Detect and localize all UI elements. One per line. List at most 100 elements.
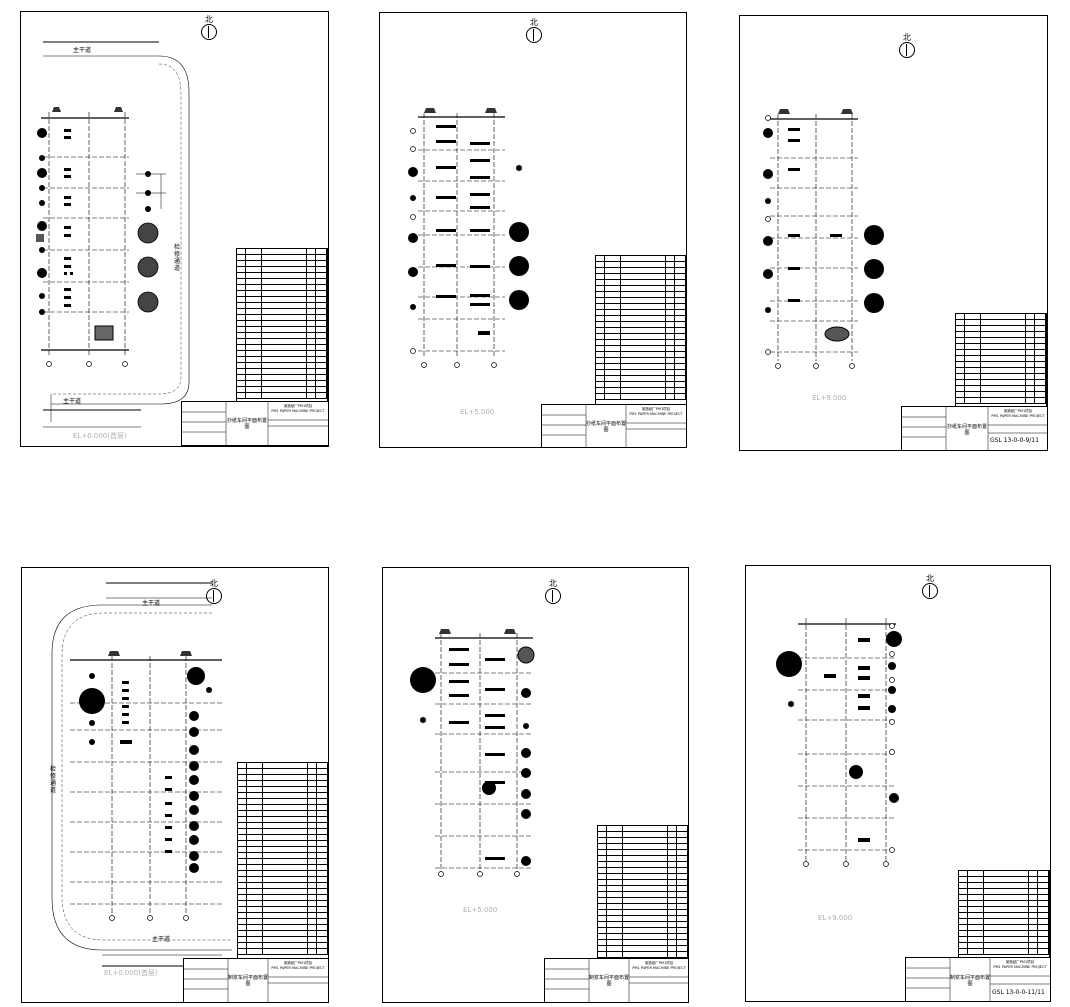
legend-cell [621, 298, 667, 303]
drawing-sheet-1[interactable]: 北 [20, 11, 329, 447]
legend-cell [247, 835, 264, 840]
legend-row [238, 913, 328, 919]
legend-cell [1026, 398, 1036, 403]
legend-cell [668, 826, 678, 831]
legend-cell [965, 326, 982, 331]
legend-cell [238, 919, 247, 924]
legend-cell [1035, 332, 1046, 337]
north-label: 北 [903, 33, 911, 42]
legend-cell [605, 370, 622, 375]
legend-cell [1038, 871, 1049, 876]
legend-cell [246, 303, 263, 308]
legend-cell [307, 273, 317, 278]
legend-row [956, 350, 1046, 356]
legend-row [596, 328, 686, 334]
legend-cell [623, 952, 669, 957]
legend-row [598, 850, 688, 856]
legend-cell [598, 886, 607, 891]
legend-cell [675, 274, 686, 279]
legend-cell [263, 805, 309, 810]
legend-cell [596, 304, 605, 309]
legend-cell [956, 332, 965, 337]
legend-cell [959, 889, 968, 894]
legend-cell [596, 322, 605, 327]
legend-cell [666, 358, 676, 363]
legend-row [238, 829, 328, 835]
drawing-sheet-3[interactable]: 北 EL+9.000 [739, 15, 1048, 451]
legend-cell [1029, 895, 1039, 900]
legend-cell [607, 904, 624, 909]
legend-cell [307, 357, 317, 362]
legend-cell [247, 901, 264, 906]
legend-cell [1029, 907, 1039, 912]
drawing-sheet-5[interactable]: 北 [382, 567, 689, 1003]
legend-row [596, 262, 686, 268]
legend-cell [621, 328, 667, 333]
legend-cell [317, 943, 328, 948]
legend-cell [959, 877, 968, 882]
legend-cell [1029, 943, 1039, 948]
legend-row [237, 369, 327, 375]
legend-cell [675, 334, 686, 339]
equipment-legend-table [955, 313, 1047, 407]
legend-row [238, 775, 328, 781]
legend-cell [965, 350, 982, 355]
legend-cell [247, 937, 264, 942]
legend-row [237, 393, 327, 399]
legend-cell [308, 919, 318, 924]
legend-cell [1026, 314, 1036, 319]
legend-cell [238, 781, 247, 786]
legend-cell [984, 871, 1030, 876]
legend-row [598, 952, 688, 958]
legend-cell [308, 871, 318, 876]
legend-cell [237, 381, 246, 386]
legend-cell [308, 925, 318, 930]
legend-cell [607, 940, 624, 945]
legend-cell [666, 322, 676, 327]
legend-row [237, 285, 327, 291]
legend-cell [675, 346, 686, 351]
legend-cell [956, 350, 965, 355]
floor-plan-diagram [36, 41, 190, 428]
equipment-legend-table [597, 825, 688, 960]
legend-cell [237, 285, 246, 290]
legend-cell [1035, 368, 1046, 373]
legend-cell [621, 352, 667, 357]
legend-cell [959, 919, 968, 924]
legend-cell [959, 883, 968, 888]
legend-row [238, 877, 328, 883]
legend-cell [677, 868, 688, 873]
legend-cell [666, 280, 676, 285]
legend-row [598, 832, 688, 838]
legend-row [959, 871, 1049, 877]
legend-cell [246, 363, 263, 368]
legend-cell [668, 874, 678, 879]
legend-row [596, 382, 686, 388]
legend-cell [317, 841, 328, 846]
legend-cell [238, 871, 247, 876]
drawing-sheet-2[interactable]: 北 [379, 12, 687, 448]
legend-cell [621, 346, 667, 351]
legend-row [238, 787, 328, 793]
legend-row [596, 388, 686, 394]
legend-cell [308, 943, 318, 948]
equipment-legend-table [958, 870, 1050, 958]
legend-cell [263, 799, 309, 804]
legend-cell [623, 868, 669, 873]
legend-cell [238, 883, 247, 888]
floor-plan-diagram [51, 582, 232, 967]
legend-row [596, 370, 686, 376]
legend-cell [675, 256, 686, 261]
legend-cell [598, 826, 607, 831]
legend-cell [605, 280, 622, 285]
drawing-sheet-4[interactable]: 北 [21, 567, 329, 1003]
legend-cell [263, 889, 309, 894]
drawing-sheet-6[interactable]: 北 EL+9.000 制浆车 [745, 565, 1051, 1002]
legend-cell [607, 952, 624, 957]
legend-row [596, 340, 686, 346]
legend-cell [238, 877, 247, 882]
legend-cell [262, 273, 308, 278]
